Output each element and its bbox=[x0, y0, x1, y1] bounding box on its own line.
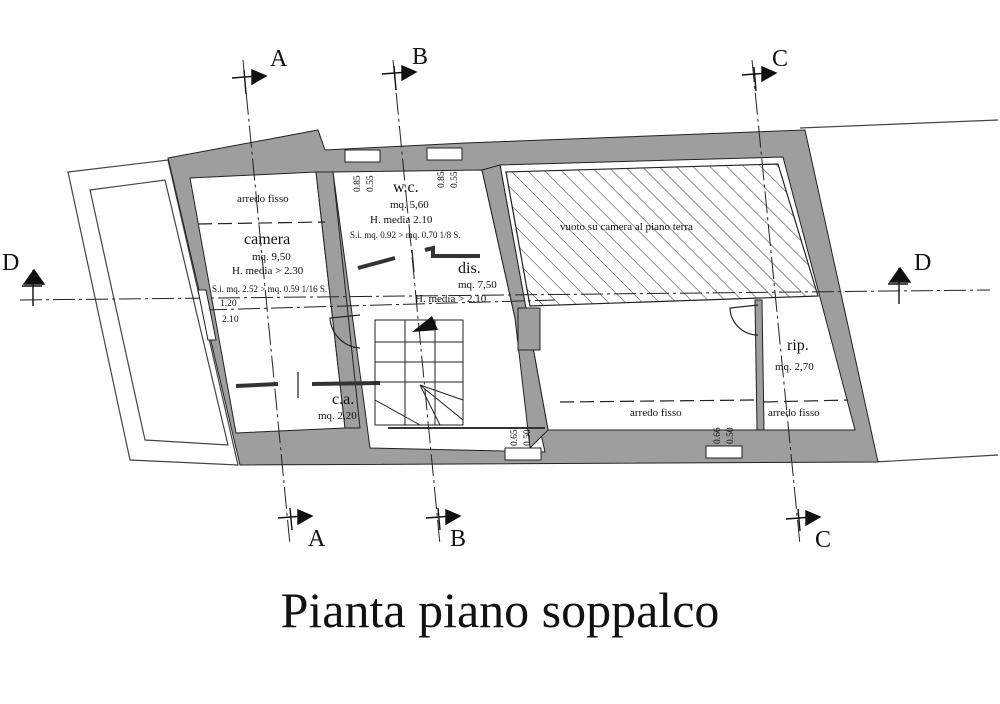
dim-bottom-window-2b: 0.50 bbox=[726, 427, 736, 444]
dim-wc-window-2b: 0.55 bbox=[450, 171, 460, 188]
stair-up-arrow bbox=[412, 316, 438, 332]
void-label: vuoto su camera al piano terra bbox=[560, 221, 693, 233]
drawing-title: Pianta piano soppalco bbox=[280, 582, 720, 638]
section-lines bbox=[19, 59, 991, 546]
ca-room-area: mq. 2,20 bbox=[318, 410, 357, 422]
main-fixed-furniture-label: arredo fisso bbox=[630, 407, 682, 419]
section-label-d-left: D bbox=[2, 250, 19, 276]
fixed-furniture-lines bbox=[197, 221, 849, 403]
section-label-a-top: A bbox=[270, 46, 288, 72]
wall-segment-camera bbox=[235, 382, 279, 388]
wall-segment-ca bbox=[311, 381, 381, 386]
adjacent-terrace bbox=[67, 159, 239, 466]
section-label-b-bottom: B bbox=[450, 526, 466, 552]
section-label-c-top: C bbox=[772, 46, 788, 72]
void-hatched-area bbox=[505, 163, 819, 307]
section-label-d-right: D bbox=[914, 250, 931, 276]
rip-room-name: rip. bbox=[787, 337, 809, 354]
camera-room-name: camera bbox=[244, 231, 290, 248]
camera-room-area: mq. 9,50 bbox=[252, 251, 291, 263]
wall-segment-wc bbox=[357, 256, 396, 270]
camera-fixed-furniture-label: arredo fisso bbox=[237, 193, 289, 205]
wc-room-name: w.c. bbox=[393, 179, 419, 196]
ca-room-name: c.a. bbox=[332, 391, 354, 408]
section-label-b-top: B bbox=[412, 44, 428, 70]
dim-wc-window-1b: 0.55 bbox=[366, 175, 376, 192]
neighbour-line-top bbox=[799, 119, 999, 129]
neighbour-line-bottom bbox=[874, 454, 999, 463]
wc-room-height: H. media 2.10 bbox=[370, 214, 433, 226]
dim-bottom-window-1b: 0.50 bbox=[523, 429, 533, 446]
dis-room-height: H. media > 2.10 bbox=[415, 293, 487, 305]
dim-bottom-window-2a: 0.66 bbox=[713, 427, 723, 444]
dim-side-window-a: 1.20 bbox=[220, 299, 237, 309]
dim-side-window-b: 2.10 bbox=[222, 315, 239, 325]
section-label-a-bottom: A bbox=[308, 526, 326, 552]
inner-walls bbox=[315, 164, 765, 450]
wc-room-note: S.i. mq. 0.92 > mq. 0.70 1/8 S. bbox=[350, 230, 461, 240]
dim-bottom-window-1a: 0.65 bbox=[510, 429, 520, 446]
dim-wc-window-1a: 0.85 bbox=[353, 175, 363, 192]
windows bbox=[197, 147, 743, 461]
section-arrows bbox=[22, 64, 912, 532]
dis-room-name: dis. bbox=[458, 260, 481, 277]
wall-segment-dis bbox=[424, 245, 480, 258]
dis-room-area: mq. 7,50 bbox=[458, 279, 497, 291]
dim-wc-window-2a: 0.85 bbox=[437, 171, 447, 188]
wc-room-area: mq. 5,60 bbox=[390, 199, 429, 211]
rip-fixed-furniture-label: arredo fisso bbox=[768, 407, 820, 419]
doors bbox=[297, 249, 759, 398]
section-label-c-bottom: C bbox=[815, 527, 831, 553]
rip-room-area: mq. 2,70 bbox=[775, 361, 814, 373]
camera-room-height: H. media > 2.30 bbox=[232, 265, 304, 277]
staircase bbox=[374, 319, 464, 426]
camera-room-note: S.i. mq. 2.52 > mq. 0.59 1/16 S. bbox=[212, 284, 327, 294]
